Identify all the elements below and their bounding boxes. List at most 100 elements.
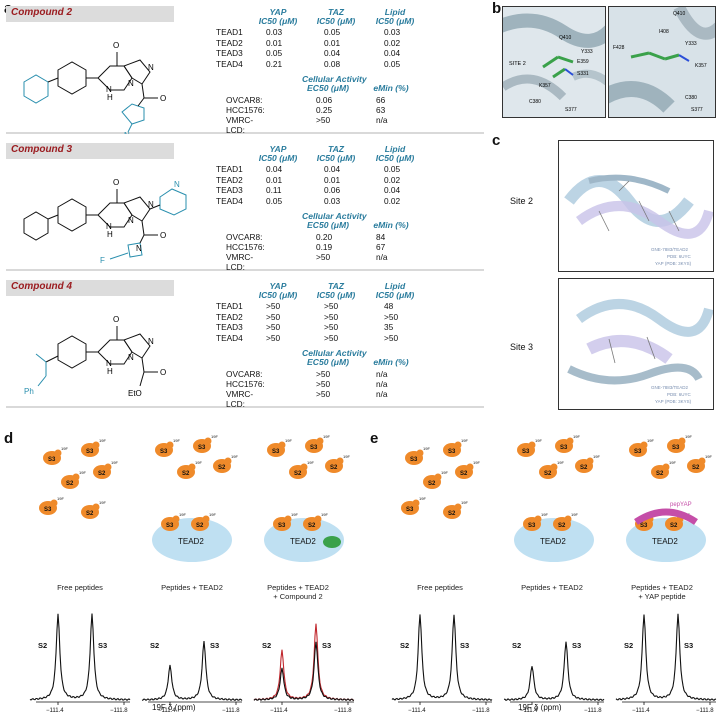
atom-o: O <box>160 368 166 377</box>
fluorine-label: 19F <box>179 512 186 517</box>
peptide-label: S2 <box>66 481 74 487</box>
tick-label: −111.8 <box>696 708 714 714</box>
peptide-blob <box>224 457 232 465</box>
lipid-value: 0.05 <box>384 164 401 174</box>
yap-value: >50 <box>266 311 281 322</box>
peptide-blob <box>50 499 58 507</box>
peptide-blob <box>434 473 442 481</box>
taz-value: 0.08 <box>324 58 341 69</box>
atom-o: O <box>113 178 119 187</box>
fluorine-label: 19F <box>535 438 542 443</box>
lipid-value: 0.05 <box>384 58 401 69</box>
peak-label-s3: S3 <box>210 641 219 650</box>
peptide-blob <box>300 463 308 471</box>
protein-render: Q410 SITE 2 Y333 E359 K357 S331 C380 S37… <box>503 7 605 117</box>
peptide-label: S3 <box>160 449 168 455</box>
site-2-overlay-image: GNE-7883/TEAD2 PDB: 6UYC YAP (PDB: 3KYS) <box>558 140 714 272</box>
structure-overlay: GNE-7883/TEAD2 PDB: 6UYC YAP (PDB: 3KYS) <box>564 174 713 266</box>
peptide-blob <box>202 515 210 523</box>
residue-label: I408 <box>659 29 669 35</box>
spectrum-line <box>29 613 131 702</box>
cell-line-label: HCC1576: <box>226 105 265 115</box>
row-label: TEAD4 <box>216 195 243 206</box>
ec50-value: 0.19 <box>316 242 333 252</box>
site-3-overlay-image: GNE-7883/TEAD2 PDB: 6UYC YAP (PDB: 3KYS) <box>558 278 714 410</box>
tick-label: −111.4 <box>408 708 426 714</box>
row-label: TEAD4 <box>216 332 243 343</box>
tick-label: −111.4 <box>632 708 650 714</box>
atom-o: O <box>113 41 119 50</box>
fluorine-label: 19F <box>321 512 328 517</box>
peptide-label: S3 <box>410 457 418 463</box>
legend-label: YAP (PDB: 3KYS) <box>655 399 692 404</box>
lipid-value: 0.04 <box>384 48 401 58</box>
peptide-label: S2 <box>580 465 588 471</box>
peak-label-s2: S2 <box>262 641 271 650</box>
peptide-label: S3 <box>672 445 680 451</box>
lipid-value: 0.02 <box>384 37 401 48</box>
peptide-blob <box>278 441 286 449</box>
peptide-blob <box>172 515 180 523</box>
taz-value: 0.04 <box>324 48 341 58</box>
fluorine-label: 19F <box>111 460 118 465</box>
legend-label: YAP (PDB: 3KYS) <box>655 261 692 266</box>
fluorine-label: 19F <box>209 512 216 517</box>
yap-value: 0.01 <box>266 37 283 48</box>
fluorine-label: 19F <box>231 454 238 459</box>
lipid-value: >50 <box>384 311 399 322</box>
tick-label: −111.4 <box>46 708 64 714</box>
atom-n: N <box>148 200 154 209</box>
row-label: TEAD3 <box>216 185 243 195</box>
cell-line-label: VMRC-LCD: <box>226 252 254 272</box>
peptide-blob <box>104 463 112 471</box>
atom-n: N <box>106 222 112 231</box>
emin-value: n/a <box>376 252 388 262</box>
peak-label-s3: S3 <box>98 641 107 650</box>
fluorine-label: 19F <box>423 446 430 451</box>
row-label: TEAD1 <box>216 301 243 311</box>
peptide-label: S3 <box>634 449 642 455</box>
peptide-label: S3 <box>44 507 52 513</box>
ec50-value: >50 <box>316 115 331 125</box>
legend-label: PDB: 6UYC <box>667 392 692 397</box>
peak-label-s3: S3 <box>572 641 581 650</box>
tick-label: −111.8 <box>110 708 128 714</box>
tead-label: TEAD2 <box>540 537 566 546</box>
peptide-blob <box>586 457 594 465</box>
peptide-blob <box>314 515 322 523</box>
cell-line-label: OVCAR8: <box>226 232 263 242</box>
peptide-label: S2 <box>558 523 566 529</box>
peptide-label: S3 <box>48 457 56 463</box>
atom-n: N <box>128 79 134 88</box>
fluorine-label: 19F <box>461 438 468 443</box>
cell-line-label: HCC1576: <box>226 379 265 389</box>
ec50-value: 0.20 <box>316 232 333 242</box>
atom-n: N <box>148 63 154 72</box>
cell-line-label: VMRC-LCD: <box>226 115 254 135</box>
site-3-label: Site 3 <box>510 342 534 352</box>
atom-n: N <box>136 244 142 253</box>
binding-site-image-left: Q410 SITE 2 Y333 E359 K357 S331 C380 S37… <box>502 6 606 118</box>
peptide-blob <box>72 473 80 481</box>
residue-label: C380 <box>529 99 541 105</box>
fluorine-label: 19F <box>473 460 480 465</box>
atom-n: N <box>106 359 112 368</box>
panel-label-b: b <box>492 0 502 17</box>
spectrum-line <box>141 641 243 702</box>
tead-label: TEAD2 <box>290 537 316 546</box>
taz-value: >50 <box>324 322 339 332</box>
peptide-label: S2 <box>218 465 226 471</box>
residue-label: K357 <box>695 63 707 69</box>
peptide-label: S2 <box>308 523 316 529</box>
peptide-blob <box>188 463 196 471</box>
lipid-value: 0.02 <box>384 195 401 206</box>
x-axis-label-d: 19F δ (ppm) <box>152 703 196 712</box>
peptide-blob <box>698 457 706 465</box>
tead-label: TEAD2 <box>652 537 678 546</box>
atom-n: N <box>128 353 134 362</box>
emin-value: n/a <box>376 389 388 399</box>
peptide-blob <box>662 463 670 471</box>
